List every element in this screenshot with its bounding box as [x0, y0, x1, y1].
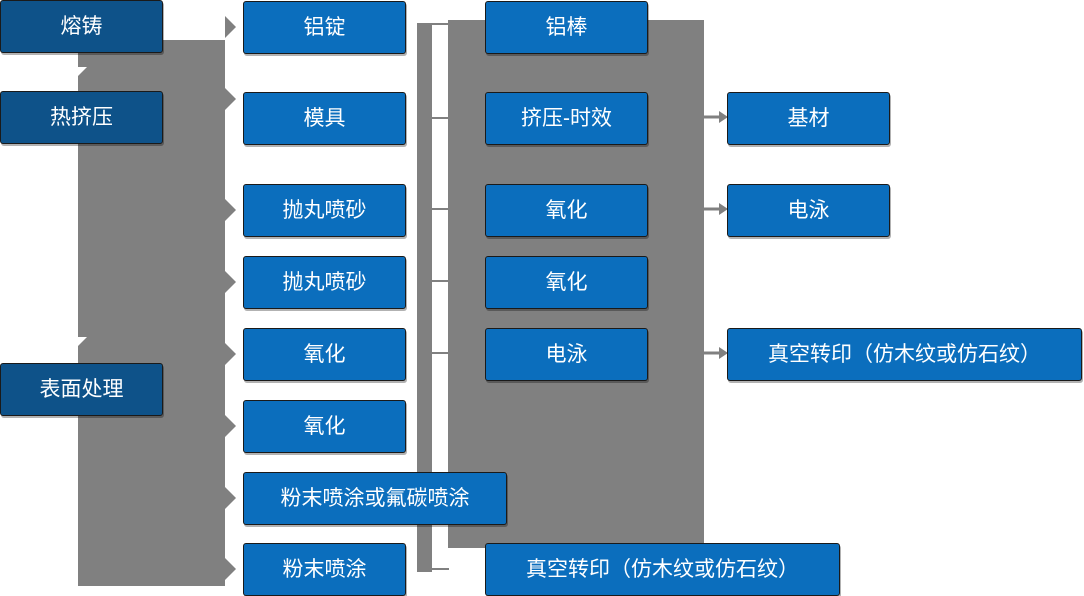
- process-box-oxidation-1[interactable]: 氧化: [243, 328, 406, 381]
- arrow-to-base-material: [704, 111, 728, 123]
- process-box-vacuum-transfer-1[interactable]: 真空转印（仿木纹或仿石纹）: [485, 543, 840, 596]
- stub-surface-treatment: [163, 389, 181, 391]
- arrow-head: [719, 203, 728, 215]
- process-label-aluminum-bar: 铝棒: [545, 15, 588, 39]
- process-box-oxidation-2[interactable]: 氧化: [243, 400, 406, 453]
- band-arrow-to-oxidation-2: [225, 415, 236, 437]
- process-box-powder-or-pvdf[interactable]: 粉末喷涂或氟碳喷涂: [243, 472, 507, 525]
- output-box-vacuum-transfer[interactable]: 真空转印（仿木纹或仿石纹）: [727, 328, 1082, 381]
- arrow-head: [719, 347, 728, 359]
- band-arrow-to-blast-1: [225, 199, 236, 221]
- arrow-shaft: [704, 207, 720, 211]
- process-label-extrusion-aging: 挤压-时效: [521, 106, 612, 130]
- output-label-electrophoresis: 电泳: [787, 198, 830, 222]
- band-arrow-to-oxidation-1: [225, 343, 236, 365]
- process-box-powder-coating[interactable]: 粉末喷涂: [243, 543, 406, 596]
- process-label-oxidation-1: 氧化: [303, 342, 346, 366]
- connector-tick-3: [432, 208, 449, 210]
- process-box-die[interactable]: 模具: [243, 92, 406, 145]
- process-box-aluminum-bar[interactable]: 铝棒: [485, 1, 648, 54]
- flow-notch-stage-1: [65, 67, 87, 78]
- connector-tick-1: [432, 23, 449, 25]
- stage-label-surface-treatment: 表面处理: [39, 377, 124, 401]
- flow-notch-stage-2: [65, 337, 87, 348]
- band-arrow-to-powder-pvdf: [225, 487, 236, 509]
- process-label-shot-blast-1: 抛丸喷砂: [282, 198, 367, 222]
- stage-label-melt-cast: 熔铸: [60, 14, 103, 38]
- output-box-base-material[interactable]: 基材: [727, 92, 890, 145]
- process-box-electrophoresis-1[interactable]: 电泳: [485, 328, 648, 381]
- connector-tick-5: [432, 352, 449, 354]
- process-label-powder-or-pvdf: 粉末喷涂或氟碳喷涂: [280, 486, 470, 510]
- stage-box-hot-extrusion[interactable]: 热挤压: [0, 91, 163, 144]
- process-box-oxidation-3[interactable]: 氧化: [485, 184, 648, 237]
- output-label-vacuum-transfer: 真空转印（仿木纹或仿石纹）: [768, 342, 1041, 366]
- flow-band-connector-narrow: [417, 23, 432, 572]
- output-label-base-material: 基材: [787, 106, 830, 130]
- band-arrow-to-ingot: [225, 16, 236, 38]
- process-label-shot-blast-2: 抛丸喷砂: [282, 270, 367, 294]
- connector-tick-2: [432, 117, 449, 119]
- stage-box-surface-treatment[interactable]: 表面处理: [0, 363, 163, 416]
- band-arrow-to-die: [225, 88, 236, 110]
- connector-tick-4: [432, 280, 449, 282]
- band-arrow-to-blast-2: [225, 271, 236, 293]
- process-label-die: 模具: [303, 106, 346, 130]
- process-label-oxidation-4: 氧化: [545, 270, 588, 294]
- process-box-shot-blast-2[interactable]: 抛丸喷砂: [243, 256, 406, 309]
- band-arrow-to-powder: [225, 558, 236, 580]
- process-box-extrusion-aging[interactable]: 挤压-时效: [485, 92, 648, 145]
- process-label-electrophoresis-1: 电泳: [545, 342, 588, 366]
- process-label-powder-coating: 粉末喷涂: [282, 557, 367, 581]
- arrow-shaft: [704, 115, 720, 119]
- process-label-vacuum-transfer-1: 真空转印（仿木纹或仿石纹）: [526, 557, 799, 581]
- connector-tick-6: [432, 568, 449, 570]
- stage-box-melt-cast[interactable]: 熔铸: [0, 0, 163, 53]
- arrow-to-vacuum-transfer: [704, 347, 728, 359]
- arrow-head: [719, 111, 728, 123]
- process-label-aluminum-ingot: 铝锭: [303, 15, 346, 39]
- process-label-oxidation-3: 氧化: [545, 198, 588, 222]
- output-box-electrophoresis[interactable]: 电泳: [727, 184, 890, 237]
- process-box-shot-blast-1[interactable]: 抛丸喷砂: [243, 184, 406, 237]
- arrow-to-electrophoresis: [704, 203, 728, 215]
- arrow-shaft: [704, 351, 720, 355]
- stage-label-hot-extrusion: 热挤压: [50, 105, 113, 129]
- process-label-oxidation-2: 氧化: [303, 414, 346, 438]
- process-box-aluminum-ingot[interactable]: 铝锭: [243, 1, 406, 54]
- process-box-oxidation-4[interactable]: 氧化: [485, 256, 648, 309]
